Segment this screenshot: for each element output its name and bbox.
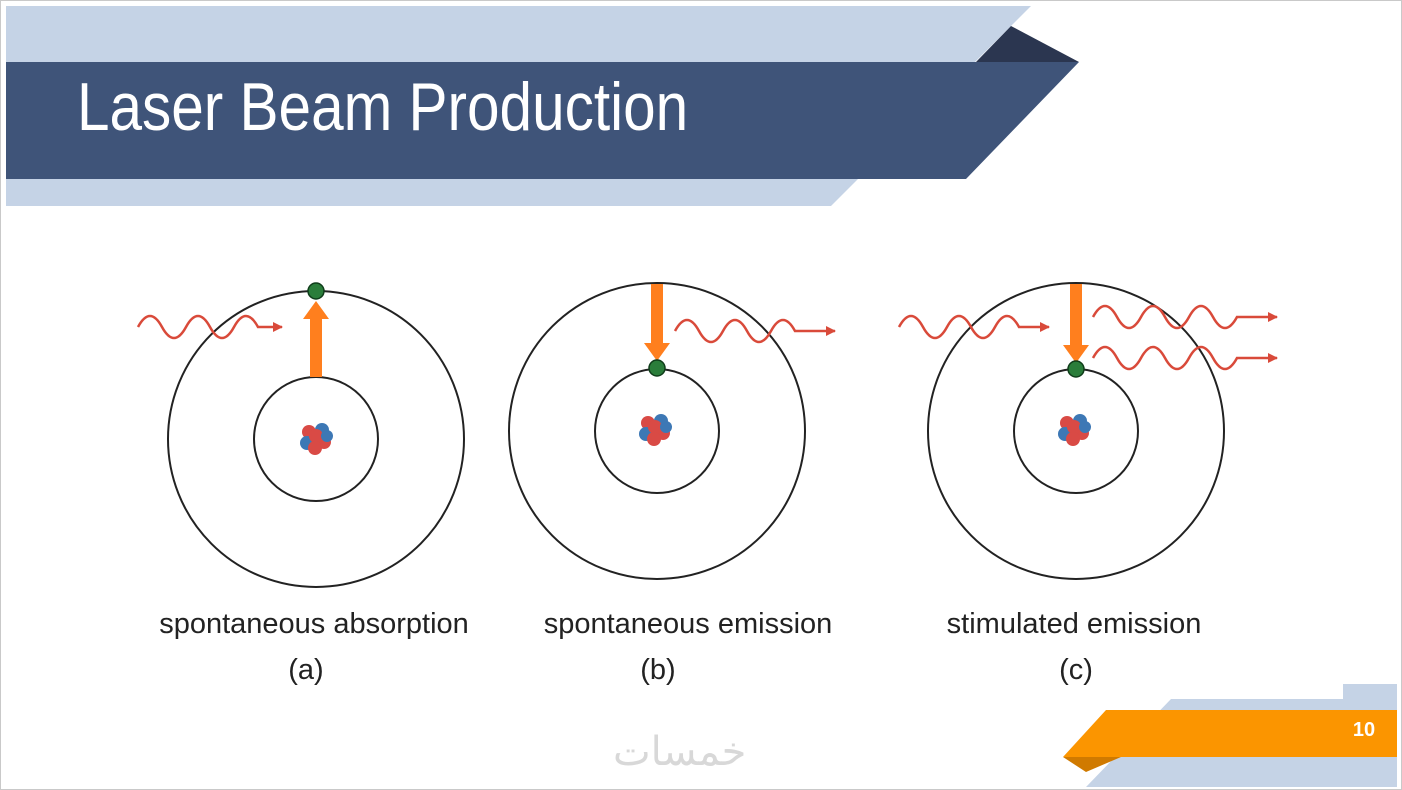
panel-b-caption: spontaneous emission bbox=[543, 608, 833, 640]
page-number: 10 bbox=[1352, 719, 1376, 741]
panel-b-letter: (b) bbox=[640, 654, 676, 686]
watermark-logo: خمسات bbox=[613, 729, 747, 775]
incoming-photon-wave bbox=[136, 314, 283, 340]
panel-c-diagram bbox=[897, 282, 1278, 580]
panel-a-diagram bbox=[136, 282, 465, 588]
outer-orbit bbox=[927, 282, 1225, 580]
outer-orbit bbox=[508, 282, 806, 580]
electron bbox=[1067, 360, 1085, 378]
nucleus bbox=[639, 414, 672, 446]
decay-arrow-head bbox=[1063, 345, 1089, 363]
electron bbox=[307, 282, 325, 300]
panel-a-letter: (a) bbox=[288, 654, 324, 686]
panel-a-caption: spontaneous absorption bbox=[159, 608, 469, 640]
title-band bbox=[6, 62, 1079, 179]
emitted-photon-wave bbox=[673, 318, 836, 344]
page-number-band-shadow bbox=[1063, 757, 1121, 772]
decay-arrow-head bbox=[644, 343, 670, 361]
nucleus bbox=[300, 423, 333, 455]
emitted-photon-wave-1 bbox=[1091, 304, 1278, 330]
panel-c-letter: (c) bbox=[1059, 654, 1093, 686]
stimulating-photon-wave bbox=[897, 314, 1050, 340]
decay-arrow-shaft bbox=[651, 284, 663, 346]
decay-arrow-shaft bbox=[1070, 284, 1082, 349]
excitation-arrow-shaft bbox=[310, 317, 322, 377]
nucleus bbox=[1058, 414, 1091, 446]
panel-b-diagram bbox=[508, 282, 836, 580]
panel-c-caption: stimulated emission bbox=[946, 608, 1202, 640]
slide-title: Laser Beam Production bbox=[77, 69, 689, 145]
emitted-photon-wave-2 bbox=[1091, 345, 1278, 371]
top-dark-corner bbox=[976, 26, 1079, 62]
electron bbox=[648, 359, 666, 377]
excitation-arrow-head bbox=[303, 301, 329, 319]
page-number-band bbox=[1063, 710, 1397, 757]
